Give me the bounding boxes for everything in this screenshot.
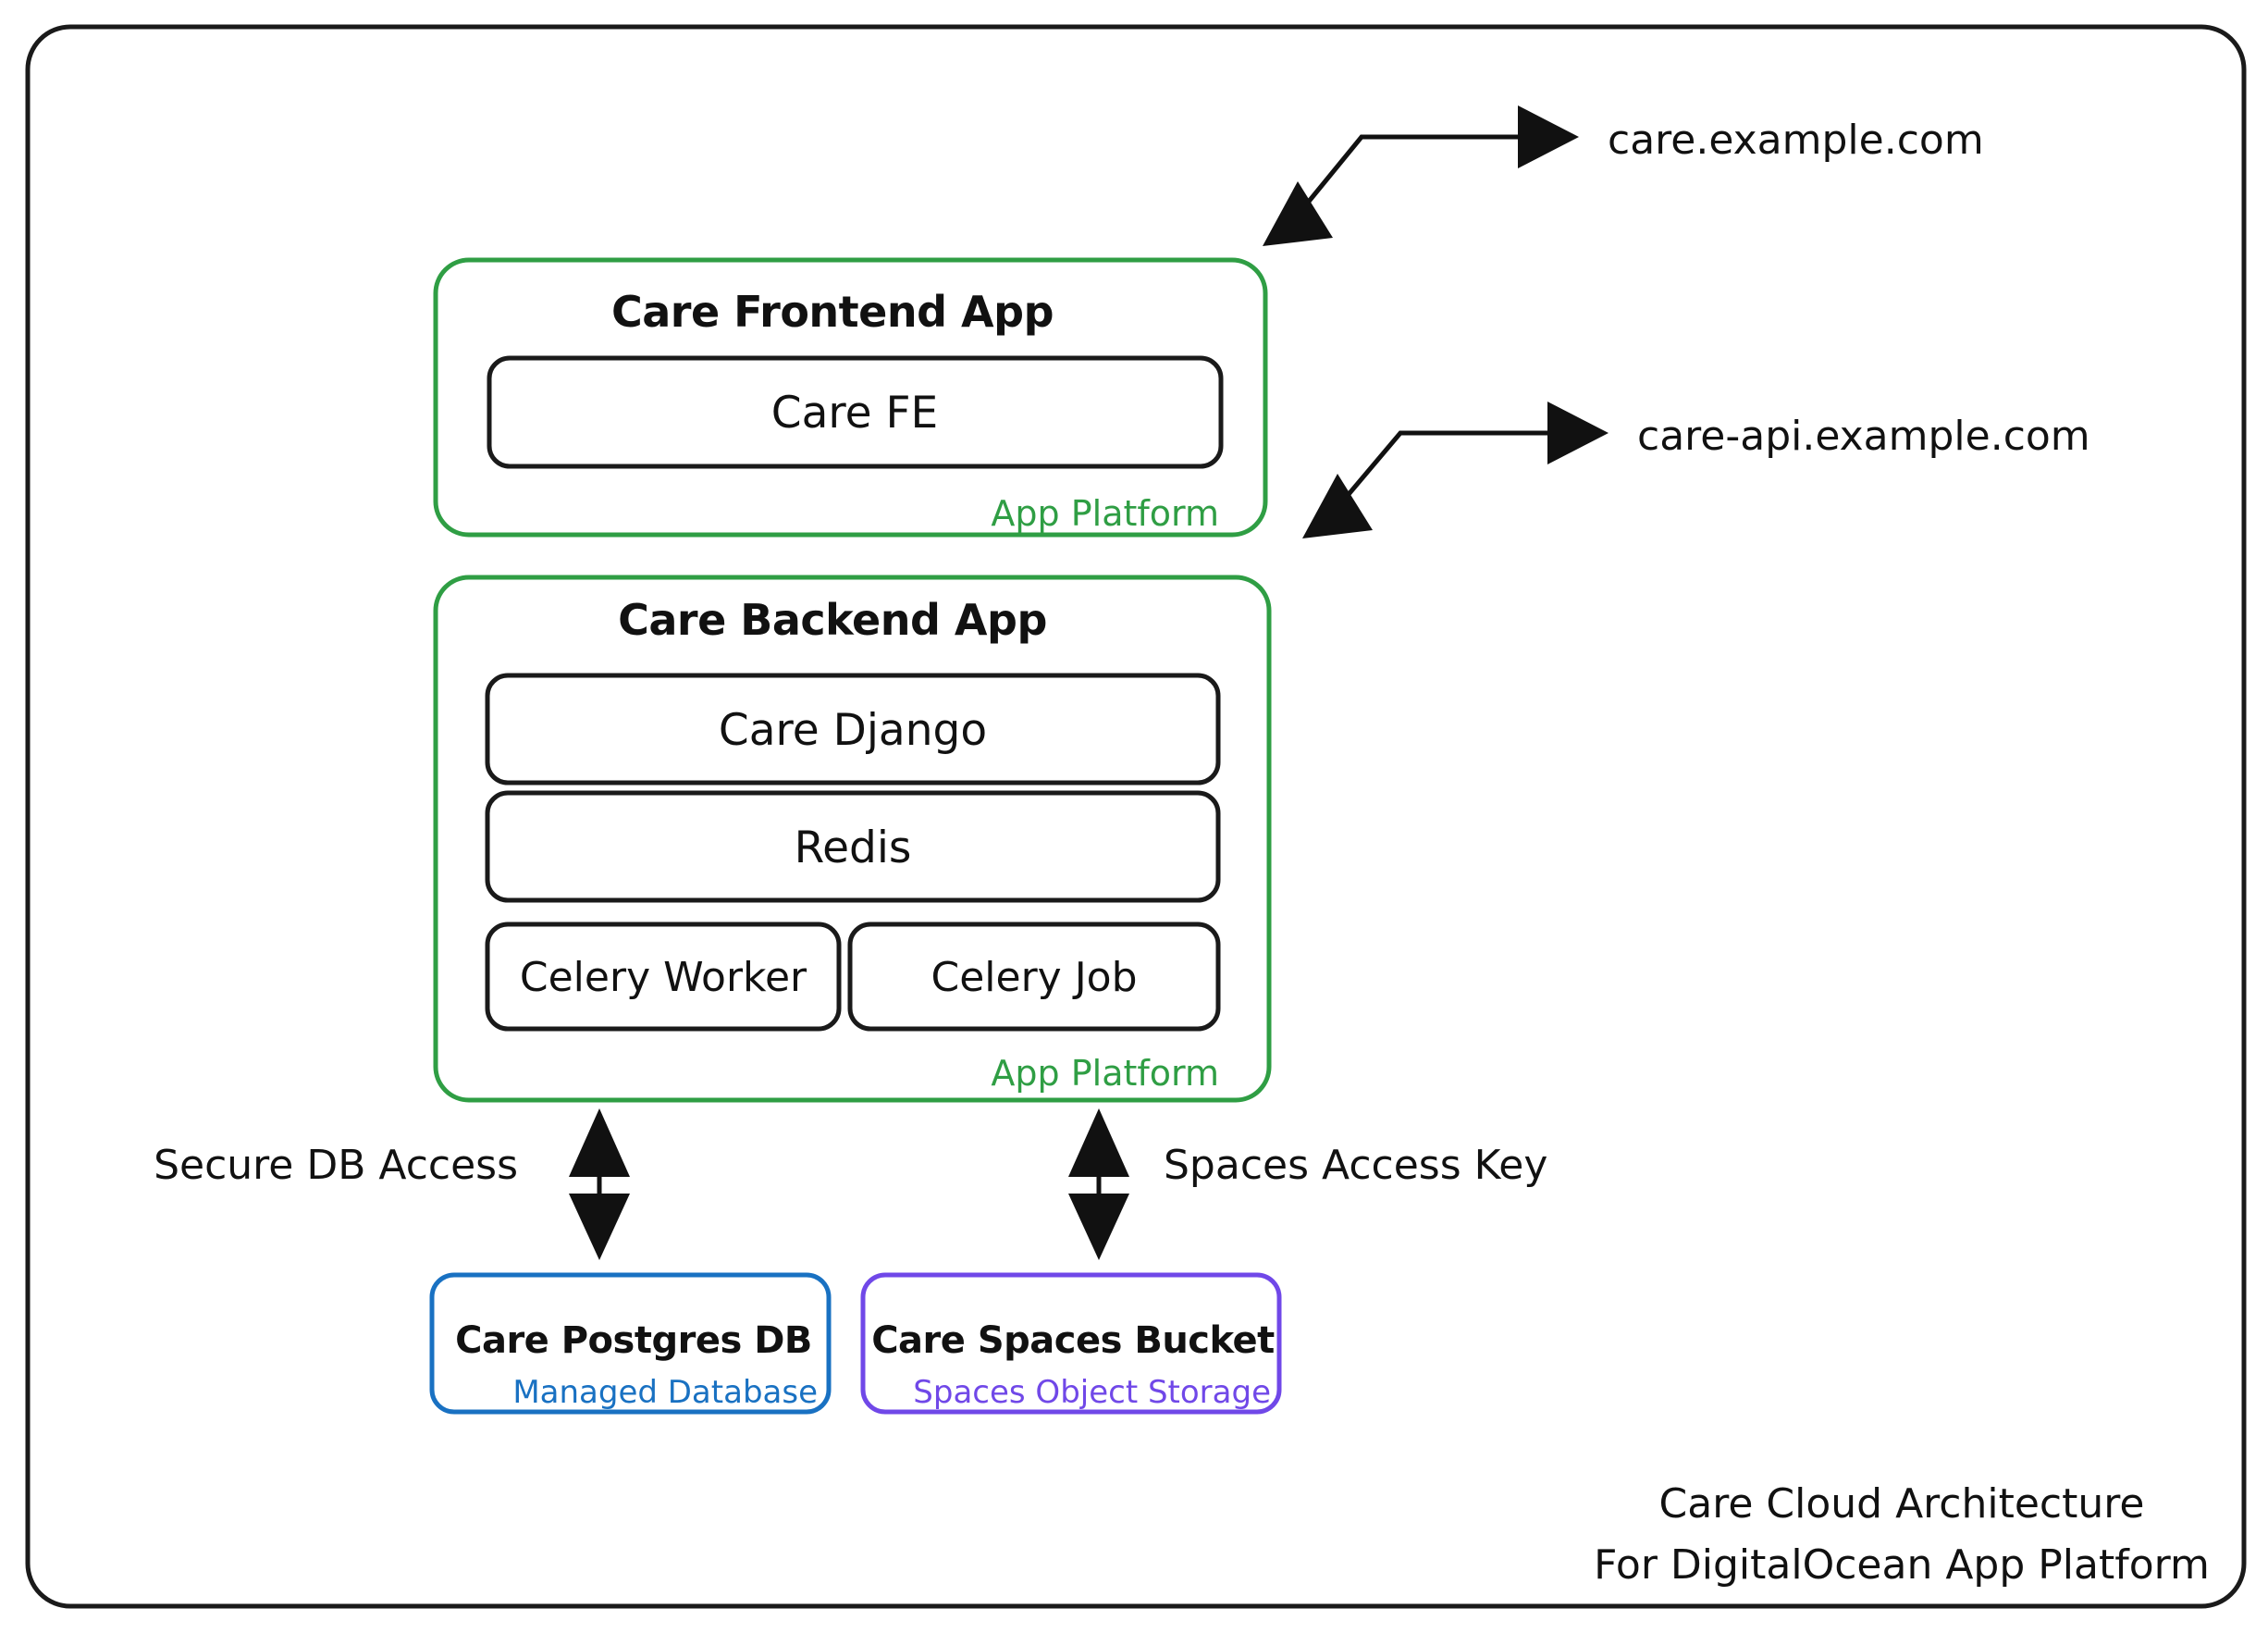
frontend-app-platform-label: App Platform bbox=[991, 493, 1219, 534]
care-api-endpoint-arrow-down bbox=[1302, 474, 1373, 538]
node-redis bbox=[485, 790, 1221, 903]
care-endpoint-arrow-right bbox=[1518, 105, 1579, 168]
node-care-fe bbox=[487, 355, 1224, 469]
node-redis-label: Redis bbox=[795, 823, 912, 873]
care-api-endpoint-arrow-right bbox=[1547, 402, 1609, 464]
spaces-bucket-subtitle: Spaces Object Storage bbox=[913, 1374, 1271, 1411]
care-endpoint-arrow-down bbox=[1263, 181, 1333, 246]
data-store-care-postgres-db: Care Postgres DB Managed Database bbox=[429, 1272, 832, 1415]
secure-db-access-label: Secure DB Access bbox=[154, 1142, 518, 1189]
data-store-care-spaces-bucket: Care Spaces Bucket Spaces Object Storage bbox=[860, 1272, 1282, 1415]
node-care-django-label: Care Django bbox=[719, 705, 987, 756]
node-celery-worker bbox=[485, 922, 842, 1032]
edge-secure-db-access: Secure DB Access bbox=[154, 1108, 630, 1260]
backend-app-platform-label: App Platform bbox=[991, 1053, 1219, 1094]
caption-line-1: Care Cloud Architecture bbox=[1659, 1480, 2145, 1528]
edge-care-example-com: care.example.com bbox=[1263, 105, 1984, 246]
backend-group-title: Care Backend App bbox=[618, 595, 1047, 645]
care-endpoint-connector bbox=[1293, 134, 1524, 220]
postgres-db-title: Care Postgres DB bbox=[455, 1319, 812, 1362]
group-care-backend-app: Care Backend App Care Django Redis Celer… bbox=[433, 575, 1272, 1103]
secure-db-access-arrow-down bbox=[569, 1194, 630, 1260]
group-care-frontend-app: Care Frontend App Care FE App Platform bbox=[433, 257, 1268, 538]
spaces-bucket-title: Care Spaces Bucket bbox=[871, 1319, 1275, 1362]
edge-care-api-example-com: care-api.example.com bbox=[1302, 402, 2090, 538]
spaces-access-key-label: Spaces Access Key bbox=[1164, 1142, 1547, 1189]
care-endpoint-label: care.example.com bbox=[1608, 117, 1984, 164]
diagram-caption: Care Cloud Architecture For DigitalOcean… bbox=[1594, 1480, 2210, 1589]
node-celery-worker-label: Celery Worker bbox=[520, 954, 807, 1001]
node-care-django bbox=[485, 673, 1221, 786]
node-celery-job bbox=[847, 922, 1221, 1032]
secure-db-access-arrow-up bbox=[569, 1108, 630, 1177]
care-api-endpoint-label: care-api.example.com bbox=[1637, 413, 2090, 460]
node-celery-job-label: Celery Job bbox=[931, 954, 1137, 1001]
care-api-endpoint-connector bbox=[1333, 430, 1554, 513]
spaces-access-key-arrow-up bbox=[1068, 1108, 1129, 1177]
edge-spaces-access-key: Spaces Access Key bbox=[1068, 1108, 1547, 1260]
node-care-fe-label: Care FE bbox=[771, 388, 939, 439]
postgres-db-border bbox=[429, 1272, 832, 1415]
frontend-group-title: Care Frontend App bbox=[611, 287, 1054, 337]
postgres-db-subtitle: Managed Database bbox=[512, 1374, 818, 1411]
caption-line-2: For DigitalOcean App Platform bbox=[1594, 1541, 2210, 1589]
spaces-access-key-arrow-down bbox=[1068, 1194, 1129, 1260]
spaces-bucket-border bbox=[860, 1272, 1282, 1415]
